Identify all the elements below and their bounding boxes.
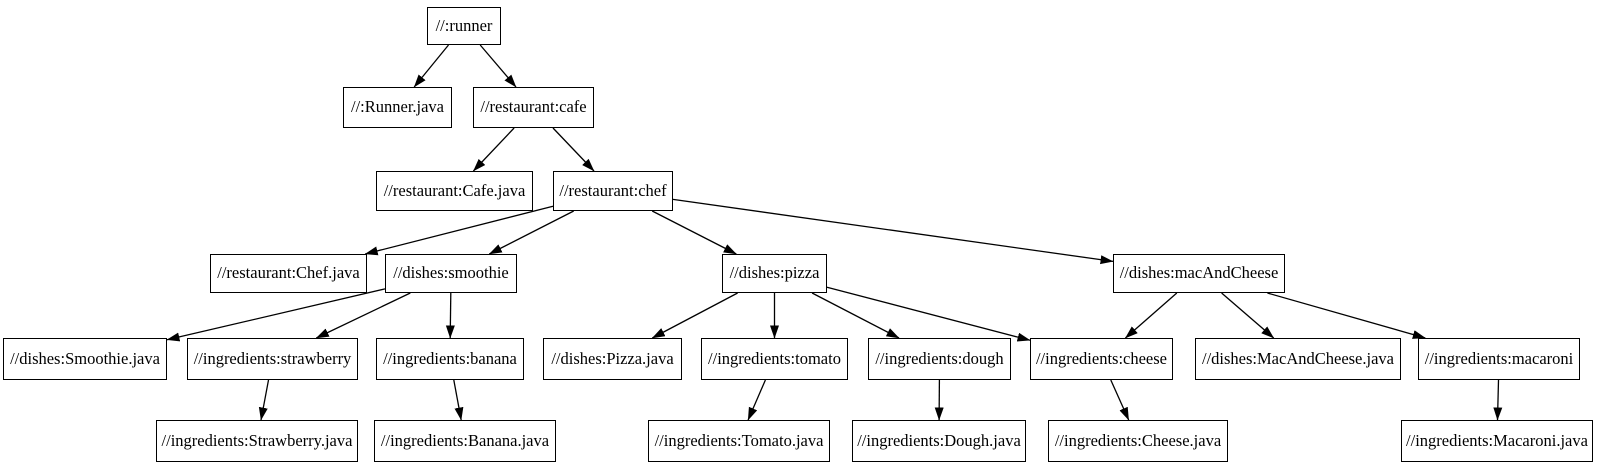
edge-runner-runner_java	[413, 44, 450, 88]
graph-node-dough: //ingredients:dough	[868, 338, 1011, 380]
edge-tomato-tomato_java	[747, 379, 766, 421]
edge-cafe-chef	[552, 127, 595, 172]
graph-node-smoothie_java: //dishes:Smoothie.java	[3, 338, 167, 380]
graph-node-cafe: //restaurant:cafe	[473, 87, 594, 128]
graph-node-chef: //restaurant:chef	[553, 171, 673, 211]
graph-node-label: //ingredients:Dough.java	[857, 430, 1021, 450]
edge-macaroni-macaroni_java	[1493, 379, 1503, 421]
graph-node-strawberry: //ingredients:strawberry	[187, 338, 358, 380]
graph-node-pizza: //dishes:pizza	[722, 254, 827, 293]
graph-node-label: //restaurant:Cafe.java	[383, 180, 526, 200]
edge-cheese-cheese_java	[1110, 379, 1130, 421]
graph-node-dough_java: //ingredients:Dough.java	[852, 420, 1026, 462]
edge-macandcheese-cheese	[1124, 292, 1178, 339]
graph-node-cafe_java: //restaurant:Cafe.java	[376, 171, 533, 211]
graph-node-cheese_java: //ingredients:Cheese.java	[1048, 420, 1228, 462]
graph-node-label: //ingredients:Strawberry.java	[161, 430, 353, 450]
edge-smoothie-smoothie_java	[166, 288, 386, 342]
graph-node-label: //:Runner.java	[350, 97, 445, 117]
graph-node-label: //dishes:MacAndCheese.java	[1202, 348, 1394, 368]
graph-node-runner: //:runner	[427, 7, 501, 45]
graph-node-label: //ingredients:Macaroni.java	[1406, 430, 1588, 450]
graph-node-cheese: //ingredients:cheese	[1030, 338, 1173, 380]
graph-node-label: //dishes:Smoothie.java	[10, 348, 160, 368]
graph-node-label: //ingredients:Tomato.java	[654, 430, 824, 450]
graph-node-banana_java: //ingredients:Banana.java	[374, 420, 556, 462]
edge-smoothie-strawberry	[315, 292, 411, 339]
graph-node-tomato: //ingredients:tomato	[701, 338, 848, 380]
graph-node-macandcheese_java: //dishes:MacAndCheese.java	[1195, 338, 1401, 380]
graph-node-chef_java: //restaurant:Chef.java	[210, 254, 367, 293]
edge-pizza-dough	[811, 292, 900, 339]
edge-chef-smoothie	[488, 210, 574, 255]
graph-node-macaroni: //ingredients:macaroni	[1418, 338, 1580, 380]
graph-node-label: //ingredients:Banana.java	[380, 430, 550, 450]
graph-node-macandcheese: //dishes:macAndCheese	[1113, 254, 1285, 293]
graph-node-tomato_java: //ingredients:Tomato.java	[648, 420, 830, 462]
graph-node-label: //ingredients:tomato	[708, 348, 841, 368]
edge-group	[166, 44, 1503, 421]
edge-runner-cafe	[479, 44, 517, 88]
edge-smoothie-banana	[445, 292, 455, 339]
graph-node-macaroni_java: //ingredients:Macaroni.java	[1401, 420, 1593, 462]
graph-node-label: //dishes:Pizza.java	[551, 348, 674, 368]
edge-banana-banana_java	[453, 379, 464, 421]
edge-pizza-cheese	[826, 286, 1031, 342]
edge-macandcheese-macaroni	[1267, 292, 1426, 339]
graph-node-strawberry_java: //ingredients:Strawberry.java	[156, 420, 358, 462]
graph-node-label: //ingredients:banana	[383, 348, 517, 368]
edge-chef-pizza	[651, 210, 737, 255]
edge-strawberry-strawberry_java	[258, 379, 270, 421]
graph-node-label: //dishes:pizza	[729, 263, 820, 283]
graph-node-label: //restaurant:Chef.java	[217, 263, 360, 283]
graph-node-label: //:runner	[435, 15, 493, 35]
edge-chef-chef_java	[364, 205, 554, 256]
edge-macandcheese-macandcheese_java	[1221, 292, 1275, 339]
graph-node-label: //restaurant:chef	[559, 180, 667, 200]
graph-node-label: //dishes:macAndCheese	[1119, 263, 1279, 283]
graph-node-label: //ingredients:cheese	[1035, 348, 1168, 368]
edge-chef-macandcheese	[672, 198, 1114, 265]
graph-node-pizza_java: //dishes:Pizza.java	[543, 338, 682, 380]
graph-node-label: //ingredients:Cheese.java	[1054, 430, 1222, 450]
edge-pizza-pizza_java	[651, 292, 738, 339]
edge-cafe-cafe_java	[472, 127, 515, 172]
graph-node-banana: //ingredients:banana	[376, 338, 524, 380]
graph-node-label: //dishes:smoothie	[393, 263, 509, 283]
graph-node-label: //restaurant:cafe	[480, 97, 587, 117]
graph-node-label: //ingredients:strawberry	[193, 348, 352, 368]
graph-node-label: //ingredients:macaroni	[1424, 348, 1574, 368]
graph-node-smoothie: //dishes:smoothie	[385, 254, 517, 293]
graph-node-runner_java: //:Runner.java	[343, 87, 452, 128]
graph-node-label: //ingredients:dough	[875, 348, 1004, 368]
